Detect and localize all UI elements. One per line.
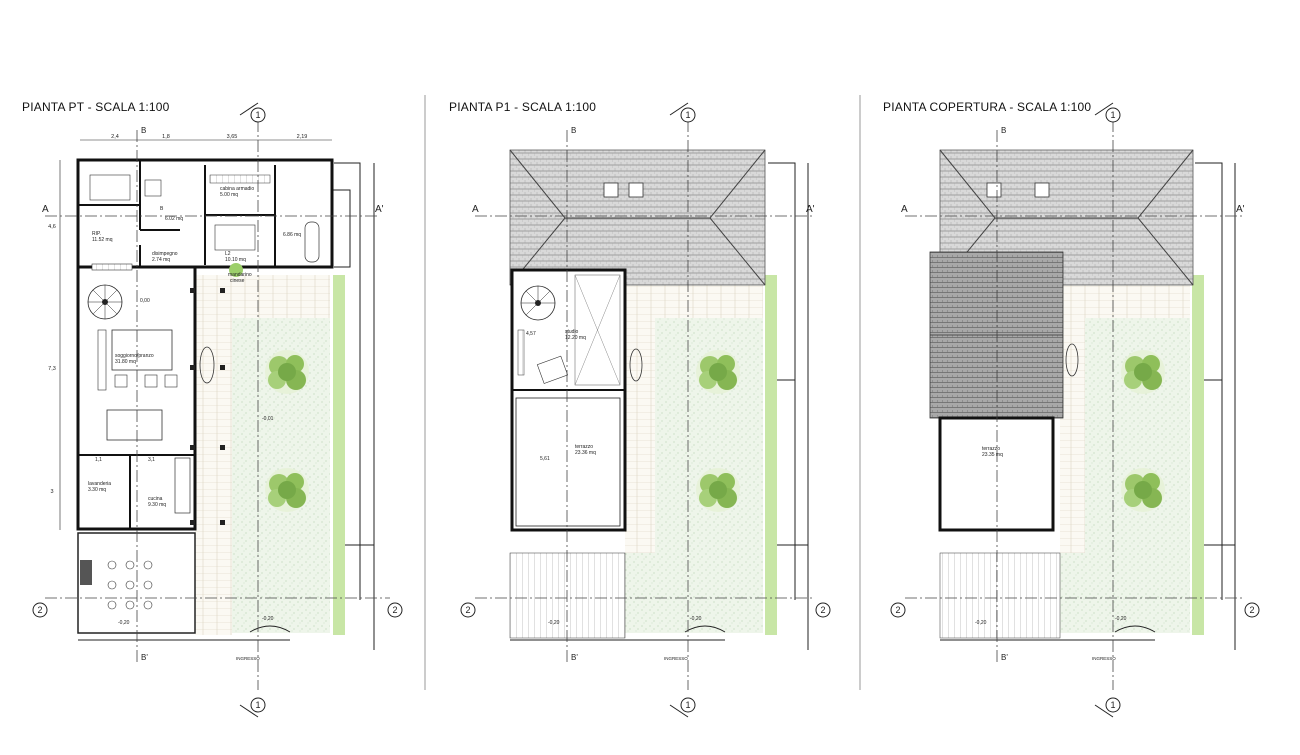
section-a-prime-label: A' (1236, 204, 1245, 215)
level-mark: -0,20 (690, 616, 702, 622)
entry-label: INGRESSO (664, 656, 688, 661)
dim-mark: 4,57 (526, 331, 536, 337)
section-a-prime-label: A' (375, 204, 384, 215)
room-name: lavanderia (88, 481, 111, 487)
marker-1-bottom: 1 (685, 700, 690, 710)
marker-1-top: 1 (255, 110, 260, 120)
section-a-label: A (901, 204, 908, 215)
room-area: 12.20 mq (565, 335, 586, 341)
level-mark: -0,20 (1115, 616, 1127, 622)
section-b-prime-label: B' (141, 653, 148, 662)
room-area: 6.86 mq (283, 232, 301, 238)
level-mark: -0,20 (262, 616, 274, 622)
room-area: 23.35 mq (982, 452, 1003, 458)
level-mark: -0,20 (975, 620, 987, 626)
room-area: 10.10 mq (225, 257, 246, 263)
marker-2: 2 (895, 605, 900, 615)
section-a-label: A (472, 204, 479, 215)
marker-2: 2 (392, 605, 397, 615)
room-area: 2.74 mq (152, 257, 170, 263)
level-mark: -0,20 (548, 620, 560, 626)
plan-p1 (509, 149, 809, 650)
section-b-prime-label: B' (571, 653, 578, 662)
marker-2: 2 (465, 605, 470, 615)
marker-2: 2 (1249, 605, 1254, 615)
room-area: 3.30 mq (88, 487, 106, 493)
section-b-label: B (571, 126, 576, 135)
entry-label: INGRESSO (236, 656, 260, 661)
level-mark: 0,00 (140, 298, 150, 304)
dim-left: 3 (50, 489, 53, 495)
marker-1-top: 1 (685, 110, 690, 120)
room-name: L2 (225, 251, 231, 257)
section-b-label: B (1001, 126, 1006, 135)
plant-label: mandarino (228, 272, 252, 278)
dim-mark: 3,1 (148, 457, 155, 463)
room-name: studio (565, 329, 579, 335)
section-a-label: A (42, 204, 49, 215)
room-name: cabina armadio (220, 186, 254, 192)
room-area: 11.52 mq (92, 237, 113, 243)
room-area: 9.30 mq (148, 502, 166, 508)
dim-top: 1,8 (162, 134, 170, 140)
room-name: B (160, 206, 164, 212)
room-name: RIP. (92, 231, 101, 237)
level-mark: -0,01 (262, 416, 274, 422)
plant-label: cinese (230, 278, 245, 284)
room-area: 23.36 mq (575, 450, 596, 456)
section-b-label: B (141, 126, 146, 135)
dim-top: 3,65 (227, 134, 238, 140)
level-mark: -0,20 (118, 620, 130, 626)
section-b-prime-label: B' (1001, 653, 1008, 662)
dim-top: 2,4 (111, 134, 119, 140)
room-name: terrazzo (982, 446, 1000, 452)
dim-left: 4,6 (48, 224, 56, 230)
room-name: soggiorno/pranzo (115, 353, 154, 359)
panel-title-p1: PIANTA P1 - SCALA 1:100 (449, 100, 597, 114)
marker-1-bottom: 1 (1110, 700, 1115, 710)
plan-pt (59, 139, 375, 650)
plan-copertura (929, 149, 1236, 650)
dim-mark: 5,61 (540, 456, 550, 462)
dim-top: 2,19 (297, 134, 308, 140)
dim-mark: 1,1 (95, 457, 102, 463)
room-name: cucina (148, 496, 163, 502)
marker-2: 2 (37, 605, 42, 615)
marker-1-bottom: 1 (255, 700, 260, 710)
room-area: 6.02 mq (165, 216, 183, 222)
section-lines (45, 120, 1245, 690)
room-area: 5.00 mq (220, 192, 238, 198)
section-a-prime-label: A' (806, 204, 815, 215)
panel-title-copertura: PIANTA COPERTURA - SCALA 1:100 (883, 100, 1092, 114)
dim-left: 7,3 (48, 366, 56, 372)
room-area: 31.80 mq (115, 359, 136, 365)
panel-title-pt: PIANTA PT - SCALA 1:100 (22, 100, 170, 114)
section-markers (32, 102, 1260, 718)
marker-1-top: 1 (1110, 110, 1115, 120)
room-name: terrazzo (575, 444, 593, 450)
entry-label: INGRESSO (1092, 656, 1116, 661)
room-name: disimpegno (152, 251, 178, 257)
marker-2: 2 (820, 605, 825, 615)
